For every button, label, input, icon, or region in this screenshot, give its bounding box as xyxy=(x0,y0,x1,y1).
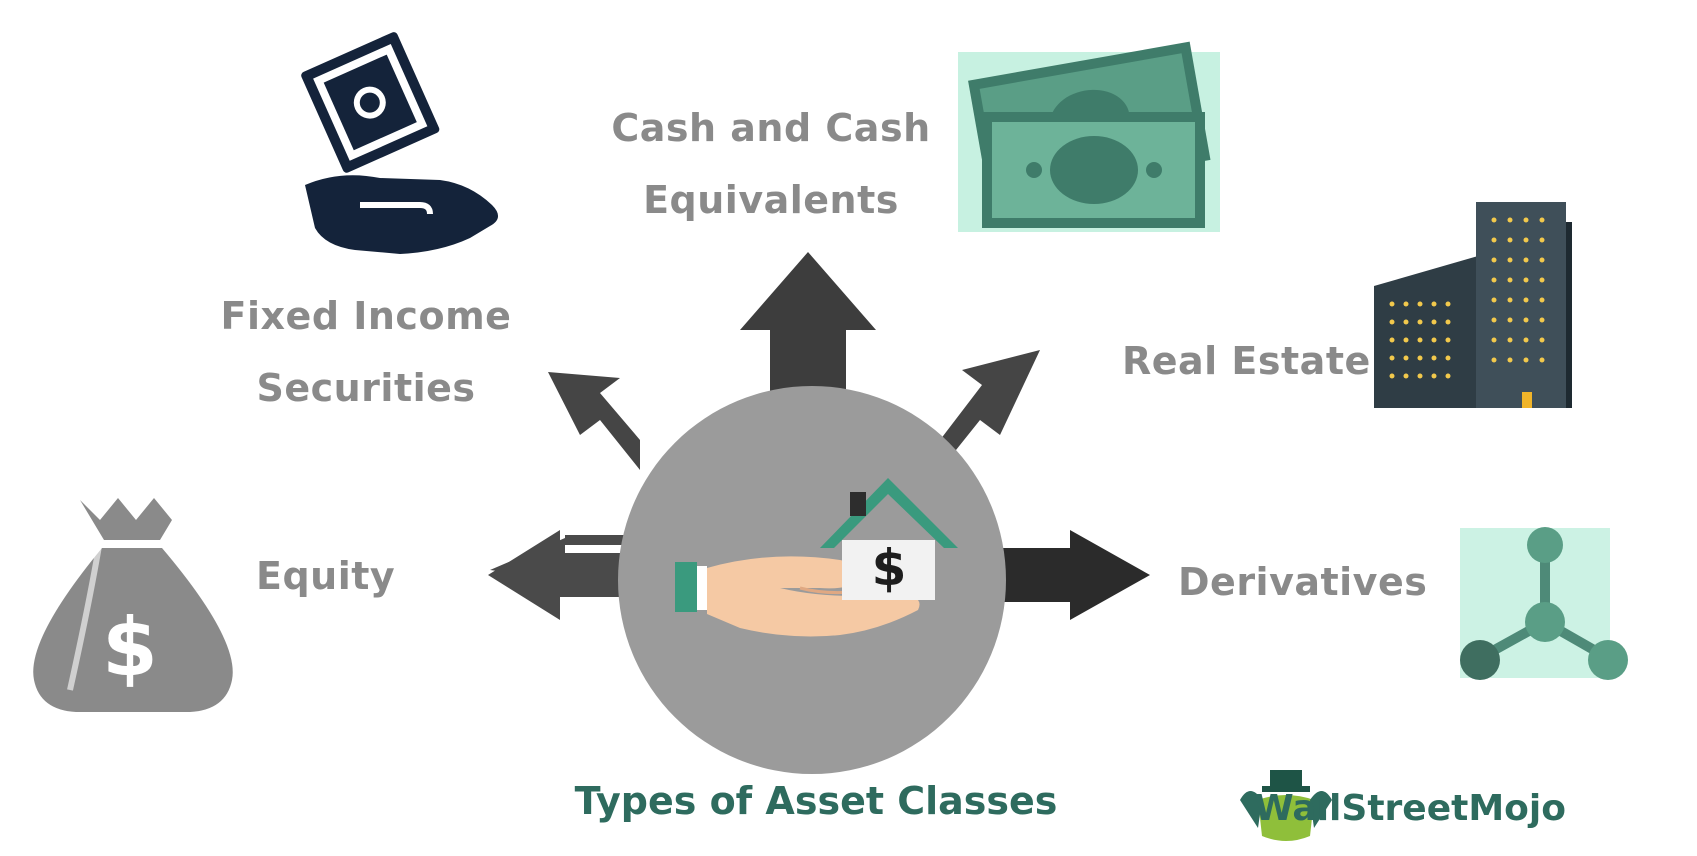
banknotes-icon xyxy=(958,41,1220,232)
svg-text:$: $ xyxy=(872,539,907,597)
wallstreetmojo-logo-icon xyxy=(1240,770,1332,841)
hand-holding-house-dollar-icon: $ xyxy=(675,478,958,637)
arrow-right xyxy=(995,530,1150,620)
arrow-upper-right xyxy=(940,350,1040,470)
category-label-cash: Cash and Cash Equivalents xyxy=(604,92,938,236)
category-label-real-estate-line-1: Real Estate xyxy=(1122,339,1371,383)
category-label-real-estate: Real Estate xyxy=(1122,325,1371,397)
category-label-cash-line-2: Equivalents xyxy=(643,178,899,222)
hand-receiving-money-icon xyxy=(301,32,499,254)
category-label-fixed-income-line-1: Fixed Income xyxy=(220,294,512,338)
svg-text:$: $ xyxy=(102,601,158,694)
arrow-upper-left xyxy=(548,372,640,470)
category-label-derivatives: Derivatives xyxy=(1178,546,1427,618)
arrow-left-head xyxy=(488,530,660,620)
category-label-fixed-income-line-2: Securities xyxy=(256,366,476,410)
diagram-title: Types of Asset Classes xyxy=(574,779,1058,823)
arrow-up xyxy=(740,252,876,395)
category-label-derivatives-line-1: Derivatives xyxy=(1178,560,1428,604)
category-label-fixed-income: Fixed Income Securities xyxy=(210,280,522,424)
brand-logo: WallStreetMojo xyxy=(1246,768,1566,848)
office-buildings-icon xyxy=(1374,202,1572,408)
molecule-icon xyxy=(1460,527,1628,680)
brand-name: WallStreetMojo xyxy=(1254,787,1566,829)
money-bag-icon: $ xyxy=(33,498,233,712)
category-label-equity: Equity xyxy=(256,540,395,612)
category-label-cash-line-1: Cash and Cash xyxy=(611,106,931,150)
category-label-equity-line-1: Equity xyxy=(256,554,396,598)
